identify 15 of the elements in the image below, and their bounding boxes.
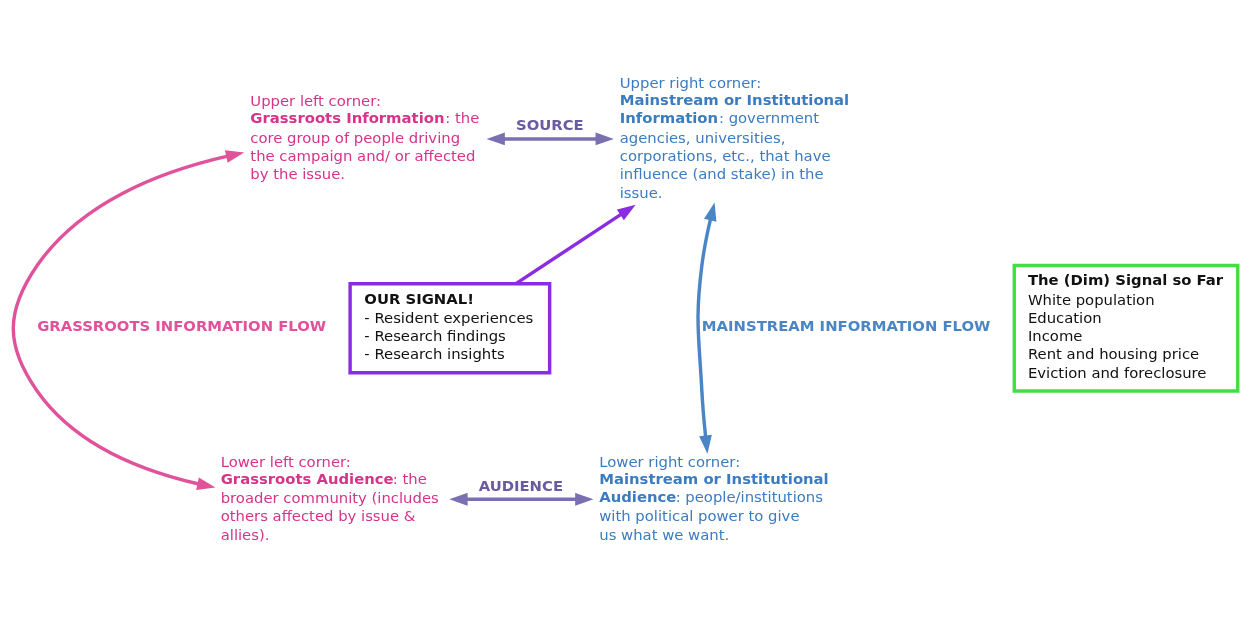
node-text: Upper right corner: Mainstream or Institutional Information: government agencies, universities, corporations, etc., that have influence (and stake) in the issue. — [619, 73, 850, 201]
arrow — [486, 132, 614, 145]
edge-label: GRASSROOTS INFORMATION FLOW — [37, 316, 327, 334]
node-box: The (Dim) Signal so Far White population Education Income Rent and housing price Eviction and foreclosure — [1012, 263, 1240, 393]
node-box: OUR SIGNAL! - Resident experiences - Research findings - Research insights — [348, 281, 552, 374]
arrow — [449, 492, 594, 506]
arrow — [11, 149, 245, 490]
node-text: Lower right corner: Mainstream or Institutional Audience: people/institutions with political power to give us what we want. — [599, 452, 829, 543]
arrow — [515, 204, 636, 285]
edge-label: AUDIENCE — [478, 476, 564, 494]
arrow — [696, 202, 717, 454]
edge-label: MAINSTREAM INFORMATION FLOW — [701, 316, 991, 334]
edge-label: SOURCE — [516, 115, 584, 133]
node-text: Lower left corner: Grassroots Audience: the broader community (includes others affected by issue & allies). — [220, 452, 439, 543]
node-text: Upper left corner: Grassroots Information: the core group of people driving the campaign and/ or affected by the issue. — [250, 91, 480, 182]
